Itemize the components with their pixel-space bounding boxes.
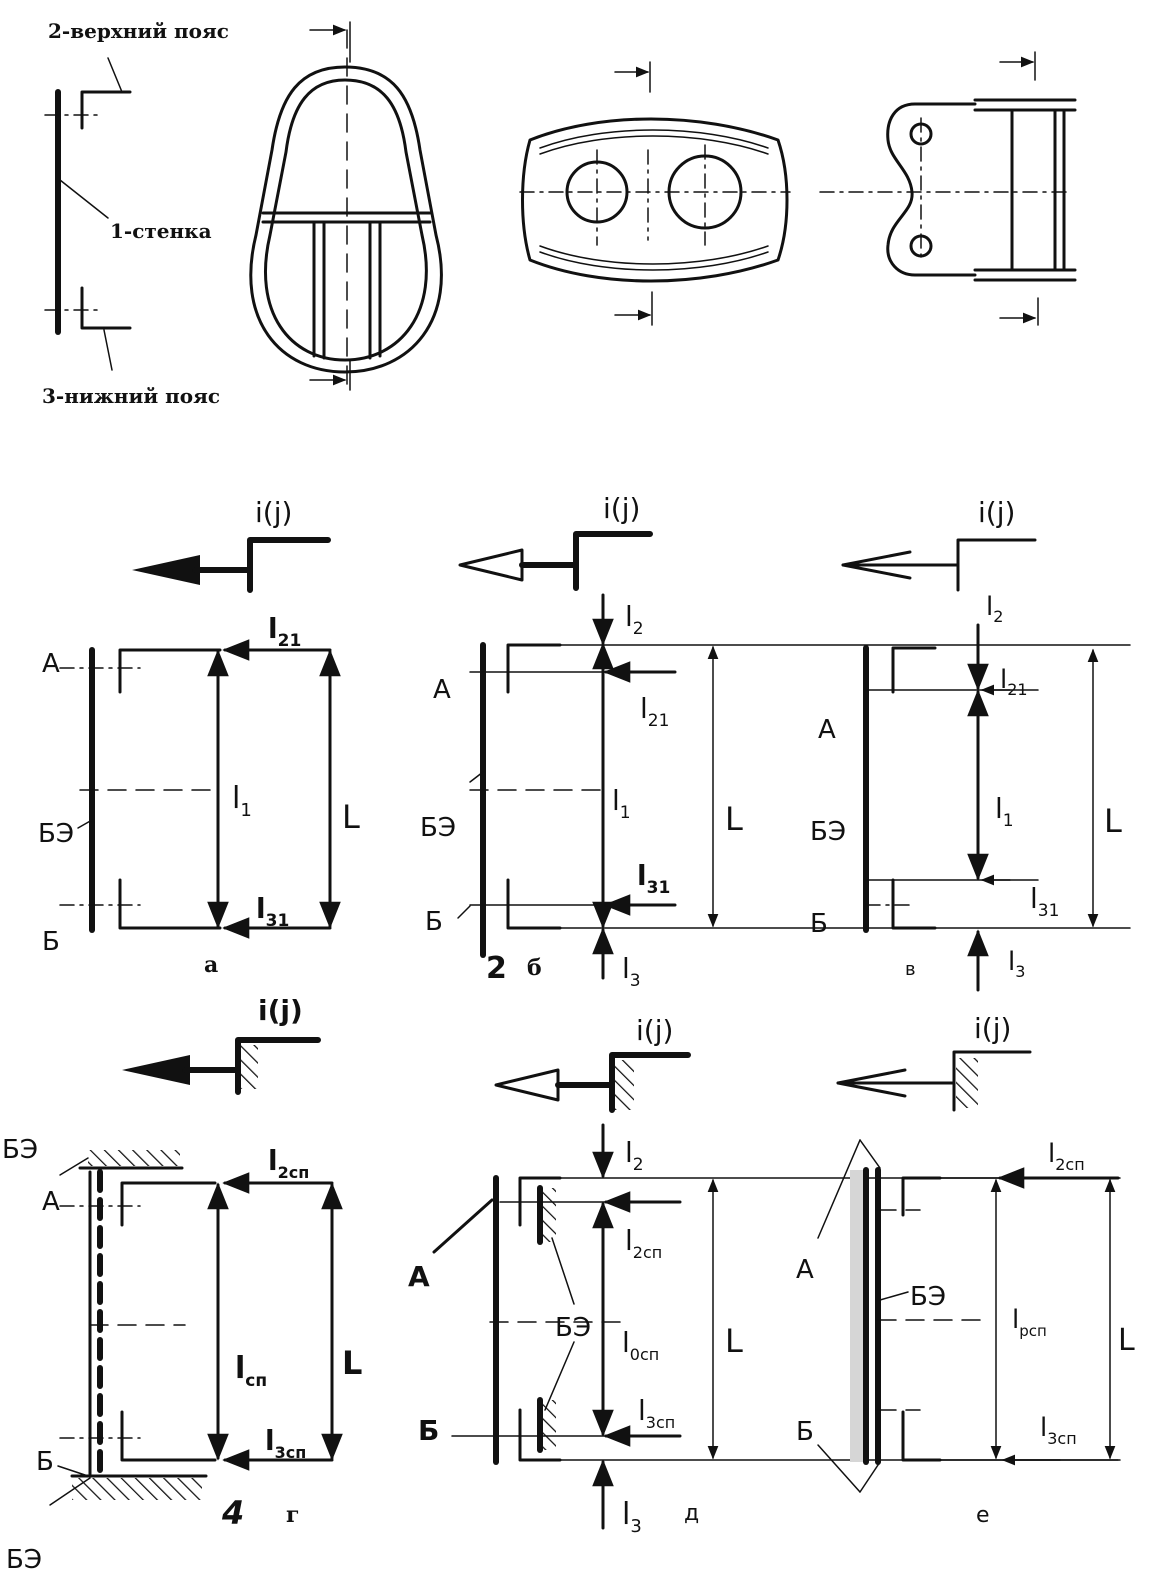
- panel-a: i(j) А БЭ Б l21 l1 L l31 а: [38, 496, 360, 978]
- dim-l3sp: l3сп: [1040, 1413, 1077, 1448]
- label-BE: БЭ: [555, 1313, 591, 1343]
- caption-a: а: [204, 952, 218, 978]
- label-B: Б: [425, 907, 443, 937]
- direction-label: i(j): [255, 496, 292, 529]
- dim-l2sp: l2сп: [268, 1144, 309, 1182]
- dim-l3: l3: [622, 952, 641, 991]
- hatched-support-bottom: [72, 1478, 202, 1500]
- dim-l31: l31: [1030, 882, 1059, 921]
- dim-l31: l31: [256, 892, 289, 931]
- dim-l2: l2: [625, 600, 644, 639]
- caption-d: д: [684, 1501, 699, 1526]
- label-A: А: [42, 1187, 60, 1217]
- dim-l1: l1: [232, 781, 252, 821]
- dim-l21: l21: [1000, 665, 1028, 699]
- dim-l3: l3: [1008, 947, 1025, 981]
- dim-L: L: [725, 1322, 743, 1360]
- direction-arrow-outline-fixed: [494, 1052, 691, 1113]
- dim-l3: l3: [622, 1497, 642, 1537]
- top-section: 2-верхний пояс 1-стенка 3-нижний пояс: [42, 19, 1077, 408]
- panel-v: i(j) А БЭ Б l2 l21 l1 L l31 l3 в: [810, 496, 1122, 992]
- dim-l21: l21: [640, 692, 669, 731]
- dim-lsp: lсп: [235, 1351, 267, 1391]
- label-BE: БЭ: [38, 819, 74, 849]
- direction-label: i(j): [258, 994, 303, 1027]
- dim-l2: l2: [986, 592, 1003, 626]
- direction-arrow-solid: [132, 537, 331, 593]
- label-A: А: [433, 675, 451, 705]
- barrel-plate-section: [519, 61, 791, 326]
- caption-g: г: [286, 1502, 299, 1528]
- label-A: А: [42, 649, 60, 679]
- direction-arrow-open-fixed: [836, 1050, 1032, 1112]
- dim-L: L: [1118, 1323, 1135, 1358]
- direction-label: i(j): [974, 1012, 1011, 1045]
- caption-e: е: [976, 1503, 990, 1528]
- caption-b: б: [527, 955, 542, 981]
- direction-arrow-outline: [458, 531, 653, 591]
- label-BE: БЭ: [420, 813, 456, 843]
- dim-L: L: [342, 1344, 362, 1382]
- end-bracket-section: [819, 51, 1077, 326]
- dim-l2sp: l2сп: [1048, 1139, 1085, 1174]
- label-BE: БЭ: [910, 1282, 946, 1312]
- label-B: Б: [36, 1447, 54, 1477]
- label-B: Б: [418, 1414, 439, 1447]
- caption-v: в: [905, 959, 916, 980]
- dim-L: L: [342, 798, 360, 836]
- label-A: А: [796, 1255, 814, 1285]
- label-A: А: [408, 1260, 430, 1293]
- label-upper-chord: 2-верхний пояс: [48, 19, 229, 43]
- panel-b: i(j) А БЭ Б l2 l21 l1 L l31 l3 2 б: [420, 492, 1131, 991]
- direction-label: i(j): [978, 496, 1015, 529]
- figure-number-4: 4: [221, 1494, 244, 1532]
- panel-d: i(j) А Б БЭ l2 l2сп l0сп L l3сп l3 д: [408, 1014, 1121, 1537]
- direction-label: i(j): [636, 1014, 673, 1047]
- dim-L: L: [725, 800, 743, 838]
- dim-L: L: [1104, 802, 1122, 840]
- direction-label: i(j): [603, 492, 640, 525]
- dim-l3sp: l3сп: [638, 1394, 675, 1432]
- label-B: Б: [796, 1417, 814, 1447]
- label-BE: БЭ: [810, 817, 846, 847]
- dim-l0sp: l0сп: [622, 1326, 659, 1364]
- hatched-support-top: [88, 1150, 180, 1166]
- dim-l3sp: l3сп: [265, 1424, 306, 1462]
- panel-g: i(j) БЭ А Б БЭ l2сп lсп L l3сп 4 г: [2, 994, 362, 1575]
- dim-l1: l1: [995, 792, 1014, 831]
- dim-l21: l21: [268, 612, 301, 651]
- label-lower-chord: 3-нижний пояс: [42, 384, 220, 408]
- dim-lpsp: lрсп: [1012, 1305, 1047, 1340]
- dim-l2: l2: [625, 1136, 644, 1175]
- dim-l1: l1: [612, 784, 631, 823]
- beam-section-sketch: [44, 57, 132, 371]
- direction-arrow-open: [841, 538, 1037, 592]
- label-BE-bottom: БЭ: [6, 1545, 42, 1575]
- figure-number-2: 2: [486, 951, 507, 986]
- label-A: А: [818, 715, 836, 745]
- dim-l2sp: l2сп: [625, 1224, 662, 1262]
- shaded-bearing-element: [850, 1170, 864, 1462]
- dim-l31: l31: [637, 859, 670, 898]
- oval-frame-section: [249, 21, 443, 391]
- panel-e: i(j) А Б БЭ l2сп lрсп L l3сп е: [796, 1012, 1135, 1528]
- label-web: 1-стенка: [110, 219, 212, 243]
- label-BE-top: БЭ: [2, 1135, 38, 1165]
- label-B: Б: [810, 909, 828, 939]
- label-B: Б: [42, 927, 60, 957]
- direction-arrow-solid-fixed: [122, 1037, 321, 1095]
